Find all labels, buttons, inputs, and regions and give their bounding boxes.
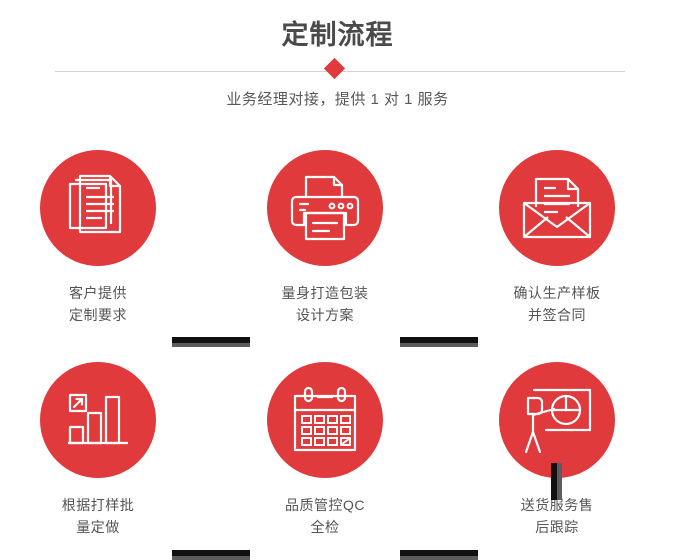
page-header: 定制流程 业务经理对接，提供 1 对 1 服务 <box>0 0 675 130</box>
connector-shadow <box>400 556 478 560</box>
connector-bar <box>172 337 250 343</box>
page-subtitle: 业务经理对接，提供 1 对 1 服务 <box>226 91 449 108</box>
flow-step-6[interactable]: 送货服务售 后跟踪 <box>467 362 647 538</box>
connector-step4-step5 <box>172 550 250 560</box>
flow-step-3[interactable]: 确认生产样板 并签合同 <box>467 150 647 326</box>
connector-bar <box>400 337 478 343</box>
flow-step-2-circle <box>267 150 383 266</box>
printer-icon <box>290 175 360 241</box>
flow-step-2[interactable]: 量身打造包装 设计方案 <box>235 150 415 326</box>
documents-stack-icon <box>68 174 122 234</box>
connector-step2-step3 <box>400 337 478 347</box>
connector-step3-step6 <box>551 463 562 500</box>
flow-step-1-circle <box>40 150 156 266</box>
flow-step-4-circle <box>40 362 156 478</box>
header-diamond-icon <box>323 57 346 80</box>
flow-step-3-label: 确认生产样板 并签合同 <box>513 285 601 323</box>
flow-step-3-circle <box>499 150 615 266</box>
flow-step-2-label: 量身打造包装 设计方案 <box>281 285 369 323</box>
connector-shadow <box>400 343 478 347</box>
flow-step-6-circle <box>499 362 615 478</box>
flow-step-4-label: 根据打样批 量定做 <box>61 497 135 535</box>
process-flow: 客户提供 定制要求 <box>0 130 675 560</box>
flow-step-5-label: 品质管控QC 全检 <box>285 497 365 535</box>
connector-bar <box>551 463 557 500</box>
connector-shadow <box>172 343 250 347</box>
flow-step-5[interactable]: 品质管控QC 全检 <box>235 362 415 538</box>
flow-step-5-circle <box>267 362 383 478</box>
connector-step5-step6 <box>400 550 478 560</box>
flow-step-1[interactable]: 客户提供 定制要求 <box>8 150 188 326</box>
envelope-letter-icon <box>522 177 592 239</box>
connector-step1-step2 <box>172 337 250 347</box>
flow-step-1-label: 客户提供 定制要求 <box>69 285 127 323</box>
flow-step-4[interactable]: 根据打样批 量定做 <box>8 362 188 538</box>
connector-shadow <box>557 463 562 500</box>
bar-chart-growth-icon <box>68 393 128 445</box>
page-title: 定制流程 <box>281 20 394 50</box>
calendar-check-icon <box>293 386 357 452</box>
presentation-person-icon <box>524 388 592 454</box>
flow-step-6-label: 送货服务售 后跟踪 <box>520 497 594 535</box>
connector-shadow <box>172 556 250 560</box>
